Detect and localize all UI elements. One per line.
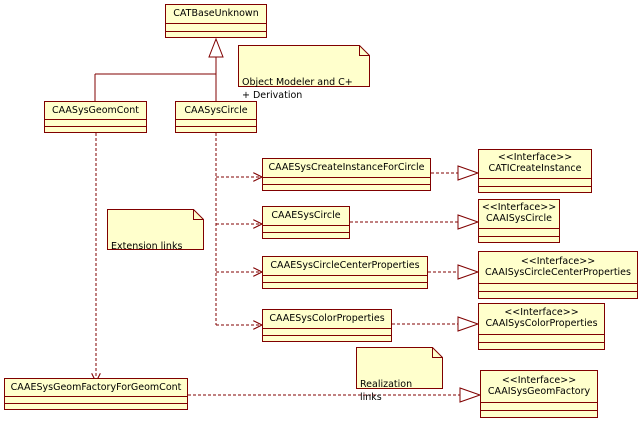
note-shape [107, 209, 204, 250]
interface-stereotype: <<Interface>> [501, 375, 577, 386]
interface-caaisyscircle[interactable]: <<Interface>> CAAISysCircle [478, 199, 560, 243]
class-caasysgeomcont[interactable]: CAASysGeomCont [44, 101, 147, 133]
class-caaesyscircle[interactable]: CAAESysCircle [262, 206, 350, 239]
class-name: CAAESysColorProperties [269, 313, 385, 324]
compartment-divider [5, 396, 187, 397]
class-name: CAASysGeomCont [52, 105, 139, 116]
compartment-divider [263, 184, 430, 185]
class-caaesyscirclecenterproperties[interactable]: CAAESysCircleCenterProperties [262, 256, 428, 289]
compartment-divider [263, 335, 391, 336]
class-name: CAASysCircle [184, 105, 248, 116]
compartment-divider [479, 228, 559, 229]
note-realization[interactable]: Realization links [356, 347, 443, 403]
interface-caticreateinstance[interactable]: <<Interface>> CATICreateInstance [478, 149, 592, 193]
note-shape [356, 347, 443, 389]
note-derivation[interactable]: Object Modeler and C+ + Derivation [238, 45, 370, 101]
compartment-divider [263, 328, 391, 329]
class-catbaseunknown[interactable]: CATBaseUnknown [165, 4, 267, 38]
compartment-divider [263, 177, 430, 178]
compartment-divider [479, 186, 591, 187]
compartment-divider [263, 282, 427, 283]
compartment-divider [479, 283, 637, 284]
class-caaesysgeomfactoryforgeomcont[interactable]: CAAESysGeomFactoryForGeomCont [4, 378, 188, 410]
compartment-divider [45, 119, 146, 120]
note-text: Extension links [111, 241, 183, 252]
inheritance-links [94, 37, 224, 101]
compartment-divider [166, 31, 266, 32]
compartment-divider [263, 225, 349, 226]
note-text: Object Modeler and C+ + Derivation [242, 77, 353, 101]
compartment-divider [5, 403, 187, 404]
interface-stereotype: <<Interface>> [520, 256, 596, 267]
note-shape [238, 45, 370, 87]
compartment-divider [45, 126, 146, 127]
class-name: CAAESysGeomFactoryForGeomCont [10, 382, 182, 393]
compartment-divider [479, 291, 637, 292]
interface-stereotype: <<Interface>> [504, 307, 579, 318]
class-name: CAAESysCircle [271, 210, 341, 221]
compartment-divider [479, 178, 591, 179]
interface-name: CAAISysColorProperties [485, 318, 598, 329]
interface-caaisysgeomfactory[interactable]: <<Interface>> CAAISysGeomFactory [480, 370, 598, 418]
compartment-divider [263, 232, 349, 233]
compartment-divider [479, 334, 604, 335]
interface-name: CATICreateInstance [488, 163, 582, 174]
class-name: CAAESysCircleCenterProperties [270, 260, 420, 271]
class-caaesyscreateinstanceforcircle[interactable]: CAAESysCreateInstanceForCircle [262, 158, 431, 191]
compartment-divider [481, 410, 597, 411]
interface-caaisyscirclecenterproperties[interactable]: <<Interface>> CAAISysCircleCenterPropert… [478, 251, 638, 299]
extension-links [96, 133, 262, 382]
note-extension[interactable]: Extension links [107, 209, 204, 252]
interface-name: CAAISysGeomFactory [487, 386, 591, 397]
interface-name: CAAISysCircleCenterProperties [485, 267, 631, 278]
realization-links [188, 165, 482, 403]
compartment-divider [176, 119, 256, 120]
compartment-divider [166, 23, 266, 24]
compartment-divider [263, 275, 427, 276]
compartment-divider [479, 236, 559, 237]
compartment-divider [481, 402, 597, 403]
interface-caaisyscolorproperties[interactable]: <<Interface>> CAAISysColorProperties [478, 303, 605, 350]
note-text: Realization links [360, 379, 413, 403]
compartment-divider [479, 342, 604, 343]
class-name: CAAESysCreateInstanceForCircle [268, 162, 425, 173]
class-caasyscircle[interactable]: CAASysCircle [175, 101, 257, 133]
class-name: CATBaseUnknown [173, 8, 259, 19]
interface-stereotype: <<Interface>> [497, 152, 573, 163]
compartment-divider [176, 126, 256, 127]
class-caaesyscolorproperties[interactable]: CAAESysColorProperties [262, 309, 392, 342]
interface-name: CAAISysCircle [486, 213, 552, 224]
generalization-arrowhead [208, 37, 224, 58]
interface-stereotype: <<Interface>> [481, 202, 557, 213]
